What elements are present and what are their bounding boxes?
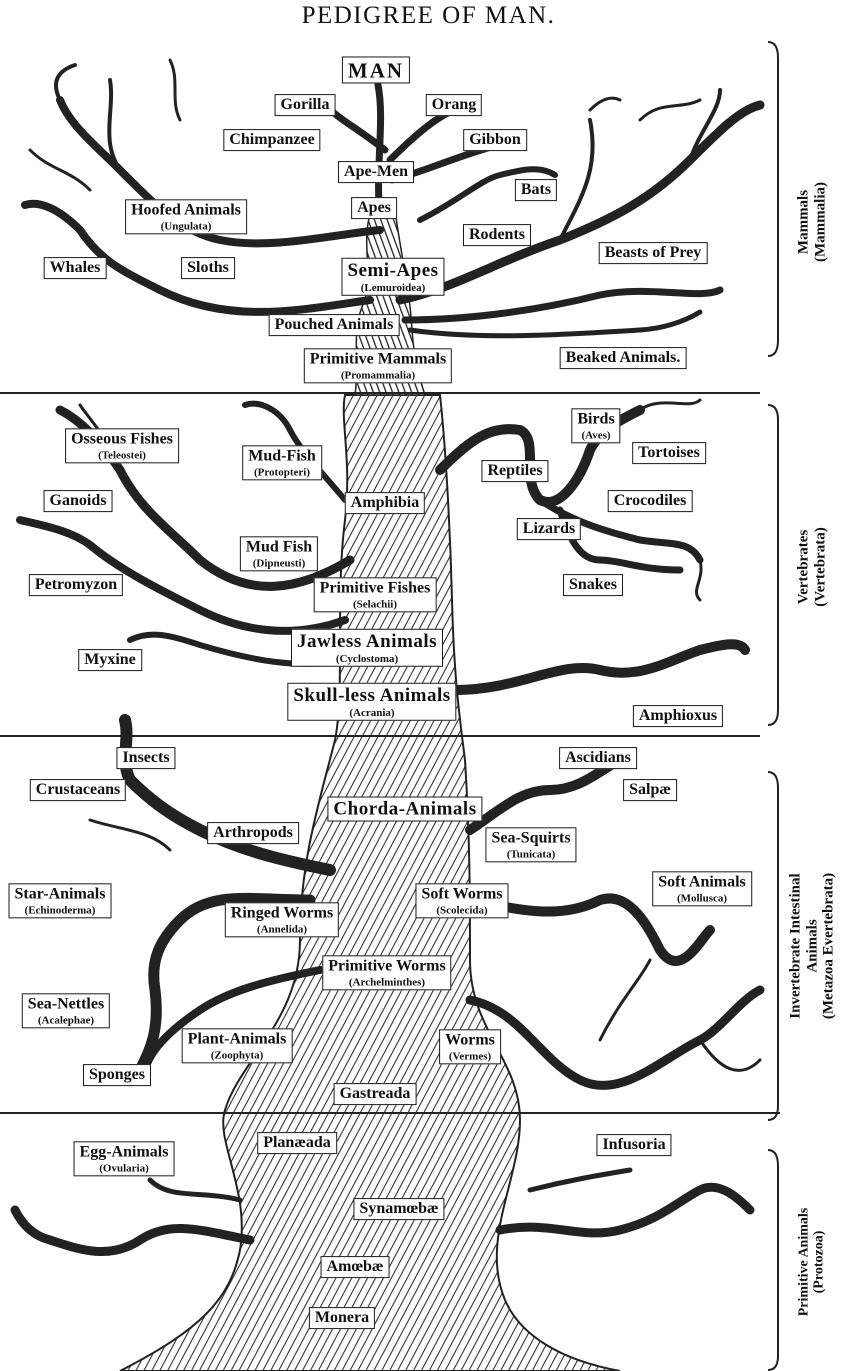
label-soft-animals: Soft Animals(Mollusca) xyxy=(652,871,752,907)
label-sea-nettles: Sea-Nettles(Acalephae) xyxy=(21,993,111,1029)
label-tortoises: Tortoises xyxy=(632,442,706,464)
label-planaeada: Planæada xyxy=(257,1132,337,1154)
label-amphioxus: Amphioxus xyxy=(632,705,724,727)
label-monera: Monera xyxy=(308,1307,376,1329)
section-divider-1 xyxy=(0,392,760,394)
label-amphibia: Amphibia xyxy=(344,492,426,514)
label-chorda-animals: Chorda-Animals xyxy=(327,796,483,822)
tree-trunk xyxy=(119,394,621,1371)
label-hoofed-animals: Hoofed Animals(Ungulata) xyxy=(125,199,247,235)
label-sea-squirts: Sea-Squirts(Tunicata) xyxy=(485,827,577,863)
label-ringed-worms: Ringed Worms(Annelida) xyxy=(224,902,340,938)
label-worms: Worms(Vermes) xyxy=(439,1029,501,1065)
bracket-mammals xyxy=(767,41,779,357)
label-gorilla: Gorilla xyxy=(274,94,336,116)
label-plant-animals: Plant-Animals(Zoophyta) xyxy=(181,1028,293,1064)
label-chimpanzee: Chimpanzee xyxy=(223,129,321,151)
label-primitive-worms: Primitive Worms(Archelminthes) xyxy=(322,955,452,991)
label-apes: Apes xyxy=(351,197,397,219)
label-skull-less-animals: Skull-less Animals(Acrania) xyxy=(287,682,457,722)
section-divider-3 xyxy=(0,1112,780,1114)
label-ape-men: Ape-Men xyxy=(338,161,414,183)
bracket-invertebrates xyxy=(767,771,779,1121)
label-gibbon: Gibbon xyxy=(463,129,527,151)
label-soft-worms: Soft Worms(Scolecida) xyxy=(415,883,509,919)
label-crustaceans: Crustaceans xyxy=(29,779,127,801)
label-sponges: Sponges xyxy=(82,1064,152,1086)
label-star-animals: Star-Animals(Echinoderma) xyxy=(8,883,112,919)
label-gastreada: Gastreada xyxy=(333,1083,417,1105)
label-amoebae: Amœbæ xyxy=(320,1256,390,1278)
label-bats: Bats xyxy=(514,179,558,201)
label-sloths: Sloths xyxy=(181,257,235,279)
label-ganoids: Ganoids xyxy=(43,490,113,512)
label-mud-fish-dipneusti: Mud Fish(Dipneusti) xyxy=(239,536,319,572)
label-osseous-fishes: Osseous Fishes(Teleostei) xyxy=(65,428,179,464)
label-birds: Birds(Aves) xyxy=(571,408,621,444)
label-beasts-of-prey: Beasts of Prey xyxy=(598,242,708,264)
bracket-primitive xyxy=(767,1149,779,1371)
figure-title: PEDIGREE OF MAN. xyxy=(301,2,556,29)
label-infusoria: Infusoria xyxy=(596,1134,672,1156)
label-egg-animals: Egg-Animals(Ovularia) xyxy=(73,1141,175,1177)
label-whales: Whales xyxy=(43,257,107,279)
label-arthropods: Arthropods xyxy=(207,822,299,844)
bracket-vertebrates xyxy=(767,404,779,726)
group-label-mammals: Mammals(Mammalia) xyxy=(795,182,829,262)
label-mud-fish-protopteri: Mud-Fish(Protopteri) xyxy=(242,445,322,481)
label-lizards: Lizards xyxy=(516,518,582,540)
label-ascidians: Ascidians xyxy=(559,747,637,769)
label-snakes: Snakes xyxy=(562,574,624,596)
label-myxine: Myxine xyxy=(78,649,142,671)
label-jawless-animals: Jawless Animals(Cyclostoma) xyxy=(291,628,443,668)
label-primitive-fishes: Primitive Fishes(Selachii) xyxy=(313,577,437,613)
label-pouched-animals: Pouched Animals xyxy=(268,314,400,336)
label-rodents: Rodents xyxy=(462,224,532,246)
label-salpae: Salpæ xyxy=(623,779,677,801)
section-divider-2 xyxy=(0,735,760,737)
label-orang: Orang xyxy=(425,94,483,116)
group-label-primitive: Primitive Animals(Protozoa) xyxy=(796,1207,827,1317)
label-petromyzon: Petromyzon xyxy=(28,574,124,596)
label-beaked-animals: Beaked Animals. xyxy=(559,347,687,369)
group-label-vertebrates: Vertebrates(Vertebrata) xyxy=(795,527,829,607)
label-synamoebae: Synamœbæ xyxy=(353,1198,445,1220)
label-insects: Insects xyxy=(116,747,176,769)
label-man: MAN xyxy=(341,56,411,84)
label-crocodiles: Crocodiles xyxy=(607,490,693,512)
label-primitive-mammals: Primitive Mammals(Promammalia) xyxy=(303,348,453,384)
label-semi-apes: Semi-Apes(Lemuroidea) xyxy=(341,257,445,297)
label-reptiles: Reptiles xyxy=(481,460,549,482)
